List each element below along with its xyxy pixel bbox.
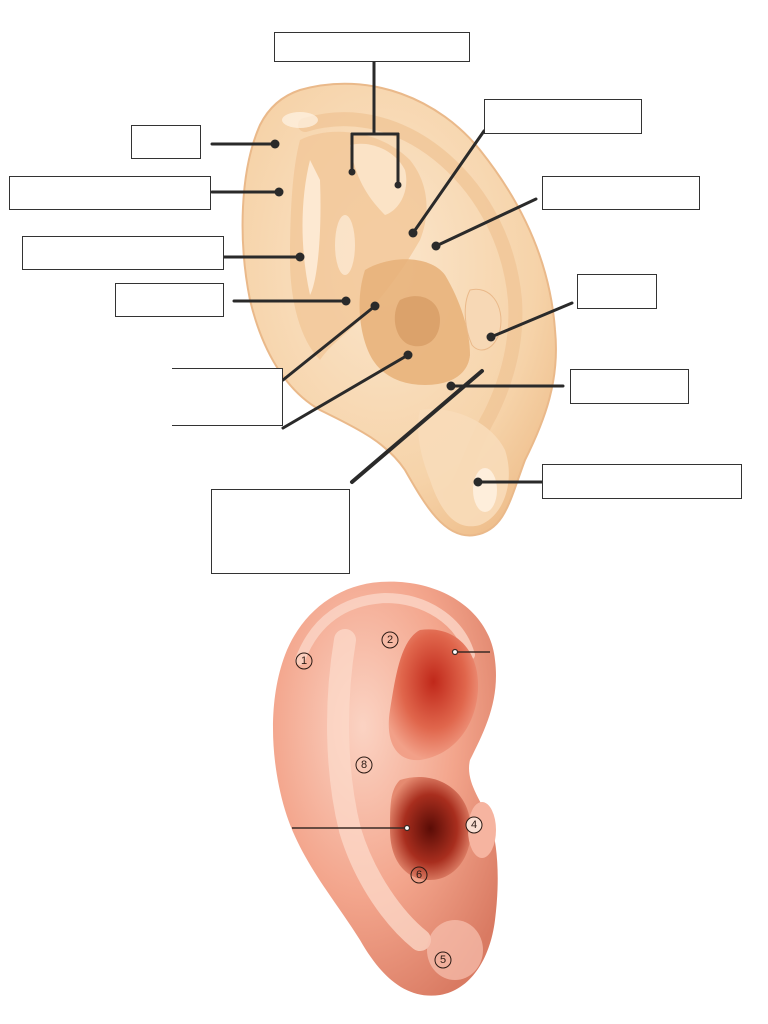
lobule-highlight [473,468,497,512]
realistic-antihelix [327,629,431,951]
label-box-top-center[interactable] [274,32,470,62]
marker-5-label: 5 [440,954,446,966]
realistic-ear-outline [272,581,498,996]
label-box-right-5[interactable] [542,464,742,499]
realistic-concha [390,776,471,880]
marker-1-label: 1 [301,655,307,667]
pointer-dots [403,648,459,832]
dot [348,168,356,176]
marker-2-label: 2 [387,634,393,646]
label-box-left-2[interactable] [9,176,211,210]
leader-lines [210,60,574,484]
leader-right-3 [489,301,574,339]
marker-8-label: 8 [361,759,367,771]
dot [370,301,380,311]
dot [403,824,411,832]
label-box-bottom-center[interactable] [211,489,350,574]
number-markers: 1 2 8 4 6 5 [295,631,483,969]
dot [341,296,351,306]
marker-5: 5 [434,951,452,969]
marker-8: 8 [355,756,373,774]
pointer-lines [292,651,490,829]
antihelix-highlight [335,215,355,275]
realistic-helix-rim [295,592,475,665]
triangular-fossa [350,143,407,215]
helix-highlight [282,112,318,128]
marker-6: 6 [410,866,428,884]
label-box-left-1[interactable] [131,125,201,159]
realistic-lobule-highlight [427,920,483,980]
dot [473,477,483,487]
leader-right-1 [411,129,486,235]
dot [394,181,402,189]
dot [274,187,284,197]
label-box-left-3[interactable] [22,236,224,270]
realistic-tragus [468,802,496,858]
marker-1: 1 [295,652,313,670]
top-ear-illustration [210,60,574,537]
marker-4-label: 4 [471,819,477,831]
dot [431,241,441,251]
label-box-right-4[interactable] [570,369,689,404]
dot [446,381,456,391]
dot [270,139,280,149]
label-box-right-3[interactable] [577,274,657,309]
ear-canal [394,296,440,347]
leader-left-5b [281,353,410,430]
leader-bottom [350,369,484,484]
label-box-right-1[interactable] [484,99,642,134]
leader-dots [270,139,496,487]
dot [486,332,496,342]
label-box-left-5[interactable] [172,368,283,426]
label-box-right-2[interactable] [542,176,700,210]
marker-6-label: 6 [416,869,422,881]
dot [408,228,418,238]
dot [403,350,413,360]
realistic-upper-hollow [388,629,479,761]
leader-right-2 [434,197,538,248]
label-box-left-4[interactable] [115,283,224,317]
scaphoid-fossa [302,160,321,295]
marker-2: 2 [381,631,399,649]
leader-left-5a [281,304,377,382]
marker-4: 4 [465,816,483,834]
dot [451,648,459,656]
dot [295,252,305,262]
